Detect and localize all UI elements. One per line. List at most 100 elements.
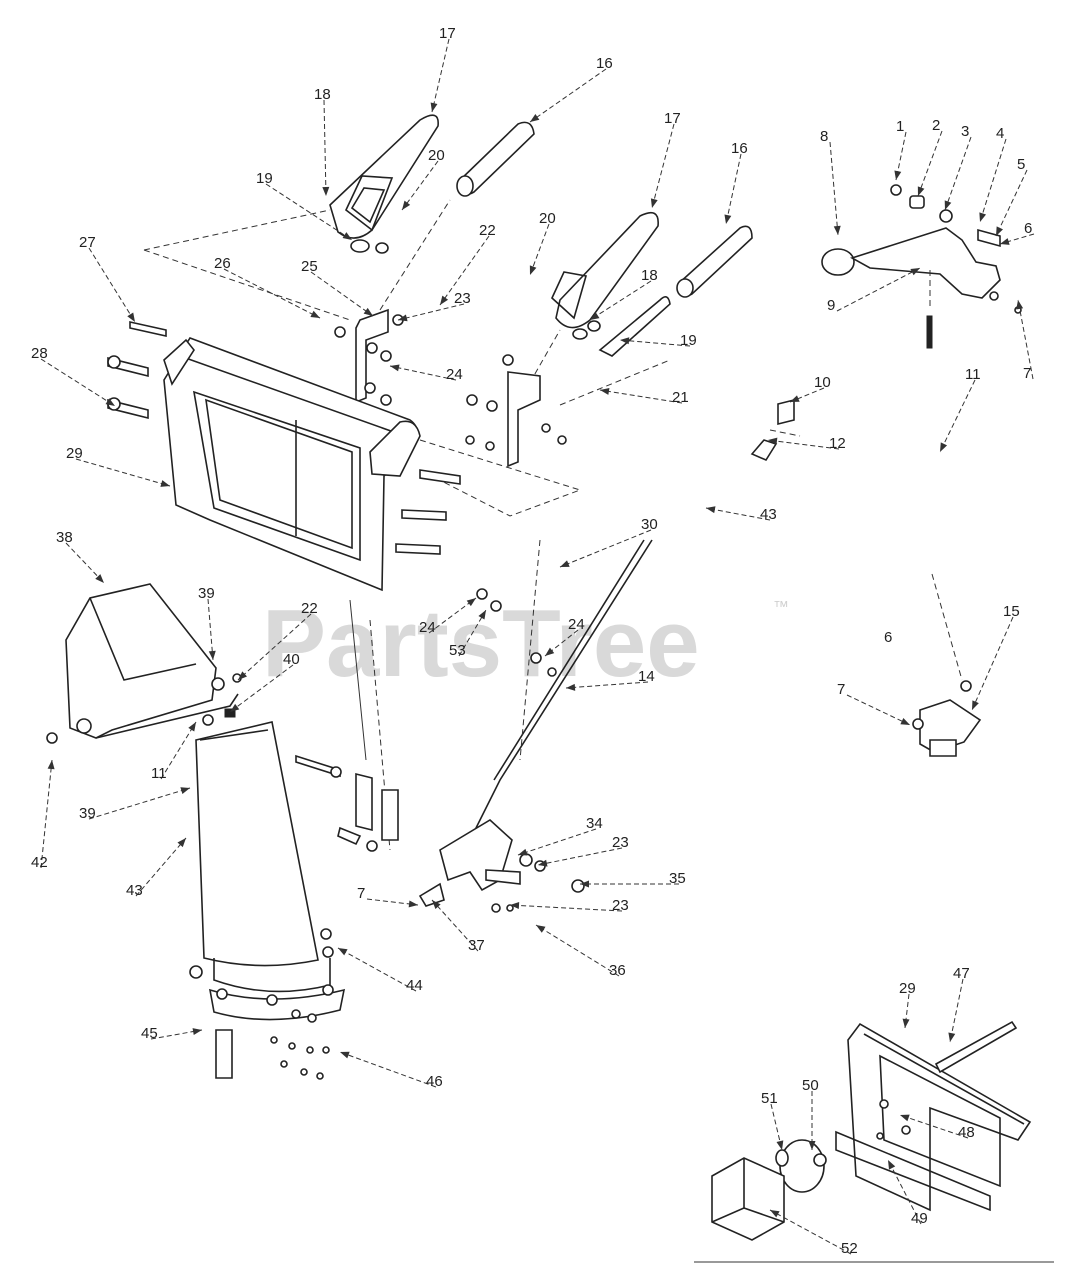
callout-c7a: 7: [357, 885, 365, 902]
leader-line-c6a: [999, 233, 1035, 245]
callout-c50: 50: [802, 1077, 819, 1094]
leader-line-c22a: [439, 235, 490, 306]
leader-arrow-c11b: [940, 442, 948, 452]
leader-arrow-c17b: [650, 198, 658, 208]
callout-c43a: 43: [760, 506, 777, 523]
callout-c25: 25: [301, 258, 318, 275]
leader-arrow-c20b: [529, 265, 537, 275]
callout-c24b: 24: [419, 619, 436, 636]
leader-arrow-c21: [600, 387, 610, 395]
leader-line-c24a: [389, 365, 457, 381]
leader-arrow-c11a: [188, 722, 196, 732]
leader-line-c40: [229, 664, 294, 713]
callout-c46: 46: [426, 1073, 443, 1090]
leader-arrow-c35: [580, 880, 589, 888]
leader-arrow-c22a: [440, 295, 449, 305]
callout-c23b: 23: [612, 834, 629, 851]
callout-c45: 45: [141, 1025, 158, 1042]
leader-line-c34: [517, 828, 597, 856]
leader-arrow-c5: [996, 226, 1003, 236]
leader-arrow-c18b: [590, 312, 600, 320]
leader-arrow-c38: [95, 574, 104, 583]
leader-line-c24b: [428, 597, 477, 634]
leader-line-c42: [40, 759, 53, 869]
callout-c52: 52: [841, 1240, 858, 1257]
leader-arrow-c24a: [390, 364, 400, 372]
leader-arrow-c3: [944, 200, 952, 210]
leader-arrow-c14: [566, 683, 576, 691]
leader-line-c14: [565, 681, 649, 689]
leader-arrow-c2: [917, 186, 925, 196]
callout-c10: 10: [814, 374, 831, 391]
leader-arrow-c39b: [180, 787, 190, 794]
bolts-27-28: [107, 321, 167, 420]
chute-deflector: [46, 583, 242, 744]
callout-c26: 26: [214, 255, 231, 272]
leader-line-c11b: [939, 379, 976, 453]
leader-line-c43a: [705, 507, 771, 521]
leader-arrow-c24b: [466, 598, 476, 607]
leader-arrow-c10: [790, 395, 800, 402]
callout-c47: 47: [953, 965, 970, 982]
leader-line-c3: [944, 136, 972, 211]
leader-line-c10: [789, 387, 825, 403]
leader-line-c25: [310, 271, 374, 317]
leader-arrow-c1: [894, 170, 902, 180]
leader-line-c39a: [207, 598, 214, 661]
leader-line-c20b: [529, 223, 550, 276]
leader-arrow-c16b: [724, 214, 732, 224]
callout-c24c: 24: [568, 616, 585, 633]
leader-arrow-c28: [105, 398, 115, 406]
leader-line-c16a: [529, 68, 607, 123]
leader-arrow-c19b: [620, 337, 630, 345]
leader-line-c8: [829, 141, 839, 236]
callout-c39a: 39: [198, 585, 215, 602]
callout-c40: 40: [283, 651, 300, 668]
callout-c44: 44: [406, 977, 423, 994]
callout-c17b: 17: [664, 110, 681, 127]
callout-c36: 36: [609, 962, 626, 979]
leader-line-c18b: [589, 280, 652, 321]
callout-c21: 21: [672, 389, 689, 406]
leader-line-c17a: [431, 38, 450, 113]
callout-c34: 34: [586, 815, 603, 832]
callout-c6a: 6: [1024, 220, 1032, 237]
callout-c29b: 29: [899, 980, 916, 997]
watermark-text: PartsTree: [262, 590, 700, 697]
callout-c23a: 23: [454, 290, 471, 307]
leader-line-c12: [767, 439, 840, 450]
discharge-chute: [189, 599, 391, 1080]
leader-line-c19a: [265, 183, 353, 241]
callout-c42: 42: [31, 854, 48, 871]
leader-line-c9: [836, 267, 921, 312]
callout-c11b: 11: [965, 366, 981, 383]
callout-c29a: 29: [66, 445, 83, 462]
callout-c49: 49: [911, 1210, 928, 1227]
small-fittings-10-12: [750, 398, 801, 462]
callout-c7c: 7: [837, 681, 845, 698]
callout-c43b: 43: [126, 882, 143, 899]
leader-arrow-c48: [900, 1114, 910, 1122]
callout-c53: 53: [449, 642, 466, 659]
callout-c1: 1: [896, 118, 904, 135]
leader-line-c5: [995, 169, 1028, 237]
callout-c6b: 6: [884, 629, 892, 646]
leader-line-c23a: [397, 303, 465, 321]
callout-c27: 27: [79, 234, 96, 251]
callout-c11a: 11: [151, 765, 167, 782]
leader-line-c37: [431, 899, 479, 952]
leader-arrow-c36: [536, 925, 546, 933]
leader-arrow-c50: [808, 1141, 816, 1150]
callout-c24a: 24: [446, 366, 463, 383]
callout-c22b: 22: [301, 600, 318, 617]
leader-line-c39b: [88, 787, 191, 820]
leader-arrow-c24c: [545, 647, 555, 656]
leader-line-c15: [971, 616, 1014, 711]
leader-arrow-c44: [338, 948, 348, 956]
leader-arrow-c45: [192, 1028, 202, 1036]
leader-line-c4: [979, 138, 1007, 223]
leader-line-c46: [339, 1051, 437, 1088]
leader-line-c23b: [537, 847, 623, 866]
callout-c17a: 17: [439, 25, 456, 42]
